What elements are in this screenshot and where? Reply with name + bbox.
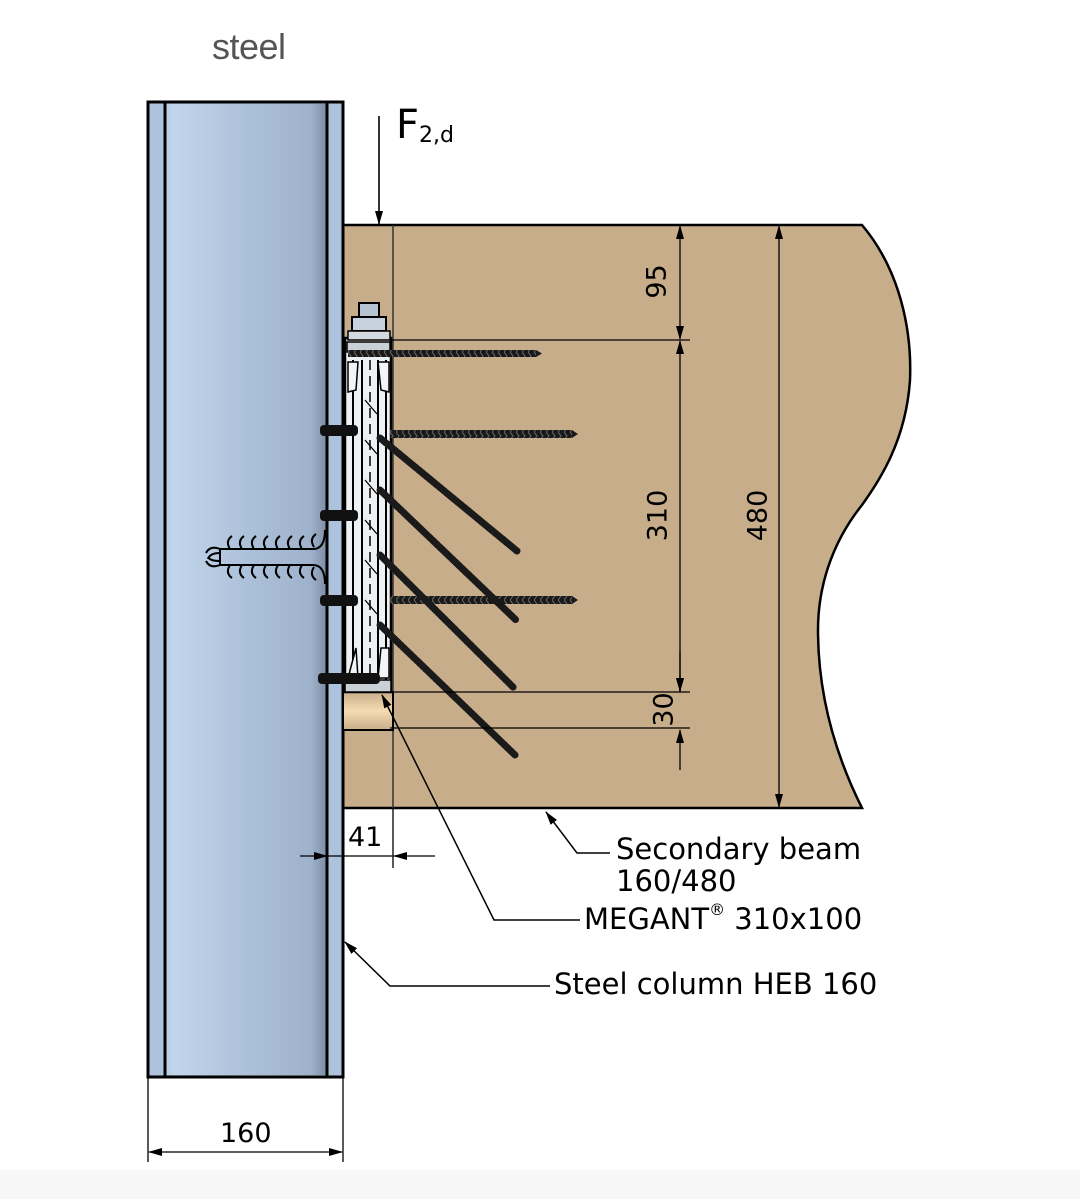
label-megant-name: MEGANT	[584, 902, 710, 936]
timber-block	[342, 691, 394, 731]
force-label: F2,d	[396, 102, 454, 148]
registered-mark: ®	[709, 900, 726, 919]
dim-connector-depth: 41	[348, 822, 383, 853]
force-subscript: 2,d	[419, 123, 454, 148]
column-bolts	[318, 425, 380, 684]
leader-lines	[344, 694, 610, 987]
dim-beam-height: 480	[742, 489, 774, 542]
horizontal-screws	[348, 350, 578, 604]
label-megant-size: 310x100	[725, 902, 863, 936]
dim-column-width: 160	[220, 1118, 272, 1149]
label-megant: MEGANT® 310x100	[584, 900, 863, 936]
dim-connector-height: 310	[642, 489, 674, 542]
secondary-beam	[341, 223, 912, 810]
label-secondary-beam: Secondary beam	[616, 832, 862, 866]
footer-strip	[0, 1170, 1080, 1199]
material-title: steel	[212, 26, 286, 67]
dim-top-offset: 95	[641, 264, 673, 299]
thread-marks-upper	[226, 533, 317, 550]
label-steel-column: Steel column HEB 160	[554, 967, 878, 1001]
steel-column	[146, 100, 345, 1079]
dim-bottom-offset: 30	[648, 692, 680, 727]
force-symbol: F	[396, 102, 420, 148]
label-secondary-beam-size: 160/480	[616, 864, 737, 898]
thread-marks-lower	[226, 564, 317, 581]
column-hole-detail	[205, 529, 326, 585]
dimension-lines	[147, 116, 783, 1162]
top-bolt	[347, 302, 391, 341]
inclined-screws	[376, 434, 521, 759]
